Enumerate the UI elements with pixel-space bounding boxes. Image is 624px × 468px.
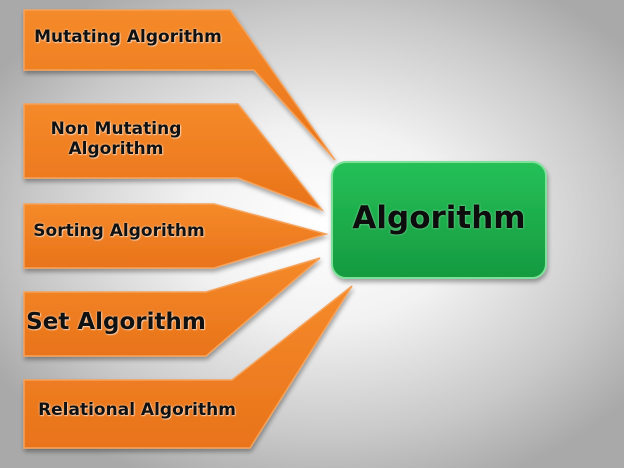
callout-label-set-algorithm: Set Algorithm bbox=[26, 309, 206, 335]
center-box bbox=[331, 161, 547, 279]
callout-relational-algorithm bbox=[23, 285, 353, 449]
center-label: Algorithm bbox=[352, 200, 526, 236]
callout-label-sorting-algorithm: Sorting Algorithm bbox=[33, 221, 205, 241]
callout-mutating-algorithm bbox=[23, 9, 336, 161]
callout-label-mutating-algorithm: Mutating Algorithm bbox=[34, 27, 222, 47]
callout-label-relational-algorithm: Relational Algorithm bbox=[38, 400, 236, 420]
callout-sorting-algorithm bbox=[23, 203, 329, 269]
callout-set-algorithm bbox=[23, 257, 321, 357]
callout-non-mutating-algorithm bbox=[23, 103, 325, 212]
callout-label-non-mutating-algorithm: Non Mutating Algorithm bbox=[50, 119, 182, 159]
